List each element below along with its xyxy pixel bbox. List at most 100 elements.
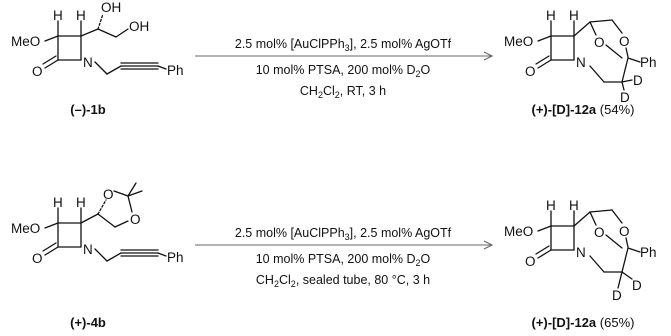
methoxy-label: MeO — [504, 224, 533, 239]
acetonide-oxygen-label: O — [130, 212, 141, 227]
deuterium-label: D — [620, 90, 630, 105]
bond — [106, 252, 122, 262]
bond — [80, 28, 99, 37]
nitrogen-label: N — [576, 245, 586, 260]
bond — [44, 35, 59, 42]
product-label: (+)-[D]-12a (54%) — [532, 102, 635, 117]
bond — [621, 271, 633, 280]
bond — [627, 247, 641, 253]
ether-oxygen-label: O — [619, 34, 630, 49]
deuterium-label: D — [632, 278, 642, 293]
reaction-2: MeO H H O N O O — [11, 182, 657, 330]
carbonyl-oxygen-label: O — [32, 64, 43, 79]
deuterium-label: D — [612, 288, 622, 303]
carbonyl-oxygen-label: O — [32, 251, 43, 266]
reaction-2-conditions: 2.5 mol% [AuClPPh3], 2.5 mol% AgOTf 10 m… — [195, 226, 494, 289]
hydroxyl-label: OH — [101, 0, 121, 15]
bond — [97, 28, 117, 38]
condition-solvent: CH2Cl2, sealed tube, 80 °C, 3 h — [256, 273, 430, 289]
bond — [537, 35, 552, 42]
reactant-4b-structure: MeO H H O N O O — [11, 182, 184, 266]
bond — [621, 81, 625, 91]
bond — [537, 249, 552, 259]
nitrogen-label: N — [83, 242, 93, 257]
methoxy-label: MeO — [11, 221, 40, 236]
condition-catalyst: 2.5 mol% [AuClPPh3], 2.5 mol% AgOTf — [235, 226, 452, 242]
bond — [573, 211, 591, 227]
bond — [589, 211, 597, 226]
condition-additives: 10 mol% PTSA, 200 mol% D2O — [256, 63, 431, 79]
reaction-1-conditions: 2.5 mol% [AuClPPh3], 2.5 mol% AgOTf 10 m… — [195, 37, 494, 100]
nitrogen-label: N — [83, 55, 93, 70]
hydrogen-label: H — [53, 8, 63, 23]
phenyl-label: Ph — [640, 245, 657, 260]
hydrogen-label: H — [546, 8, 556, 23]
bond — [589, 19, 613, 23]
ketal-oxygen-label: O — [594, 35, 605, 50]
bond — [605, 234, 623, 249]
bond — [611, 19, 623, 34]
bond — [605, 44, 623, 59]
bond — [97, 213, 116, 228]
carbonyl-oxygen-label: O — [525, 64, 536, 79]
ether-oxygen-label: O — [619, 224, 630, 239]
product-12a-structure: MeO H H O N O O Ph — [504, 8, 657, 105]
bond — [157, 65, 167, 70]
arrow-head — [483, 240, 494, 250]
bond — [625, 237, 629, 248]
bond — [589, 255, 605, 273]
bond — [621, 57, 629, 83]
bond — [621, 79, 633, 83]
reactant-label: (–)-1b — [70, 102, 105, 117]
bond — [115, 28, 129, 38]
acetonide-oxygen-label: O — [103, 187, 114, 202]
bond — [127, 182, 137, 197]
bond — [537, 59, 552, 69]
arrow-head — [483, 51, 494, 61]
bond — [537, 225, 552, 232]
product-12a-structure: MeO H H O N O O Ph — [504, 198, 657, 303]
hydrogen-label: H — [53, 195, 63, 210]
phenyl-label: Ph — [640, 55, 657, 70]
bond — [573, 21, 591, 37]
phenyl-label: Ph — [167, 63, 184, 78]
ketal-oxygen-label: O — [594, 225, 605, 240]
bond — [80, 213, 99, 224]
bond — [42, 55, 57, 65]
bond — [42, 242, 57, 252]
hydrogen-label: H — [569, 198, 579, 213]
phenyl-label: Ph — [167, 250, 184, 265]
bond — [617, 271, 623, 289]
condition-solvent: CH2Cl2, RT, 3 h — [300, 84, 386, 100]
hydrogen-label: H — [569, 8, 579, 23]
methoxy-label: MeO — [11, 34, 40, 49]
bond — [94, 248, 108, 262]
bond — [535, 245, 550, 255]
bond — [589, 65, 605, 83]
hydroxyl-label: OH — [129, 19, 149, 34]
methoxy-label: MeO — [504, 34, 533, 49]
bond — [535, 55, 550, 65]
bond — [625, 47, 629, 58]
bond — [106, 65, 122, 75]
bond — [589, 209, 613, 213]
bond — [94, 61, 108, 75]
bond — [621, 247, 629, 273]
bond — [627, 57, 641, 63]
bond — [114, 220, 129, 228]
bond — [97, 13, 104, 30]
carbonyl-oxygen-label: O — [525, 254, 536, 269]
bond — [44, 246, 59, 256]
bond — [97, 199, 107, 215]
bond — [127, 195, 133, 213]
reactant-label: (+)-4b — [70, 315, 106, 330]
nitrogen-label: N — [576, 55, 586, 70]
condition-additives: 10 mol% PTSA, 200 mol% D2O — [256, 252, 431, 268]
bond — [127, 190, 143, 197]
product-label: (+)-[D]-12a (65%) — [532, 315, 635, 330]
bond — [157, 252, 167, 257]
condition-catalyst: 2.5 mol% [AuClPPh3], 2.5 mol% AgOTf — [235, 37, 452, 53]
bond — [44, 59, 59, 69]
bond — [113, 190, 129, 197]
reaction-1: MeO H H O N OH OH — [11, 0, 657, 117]
